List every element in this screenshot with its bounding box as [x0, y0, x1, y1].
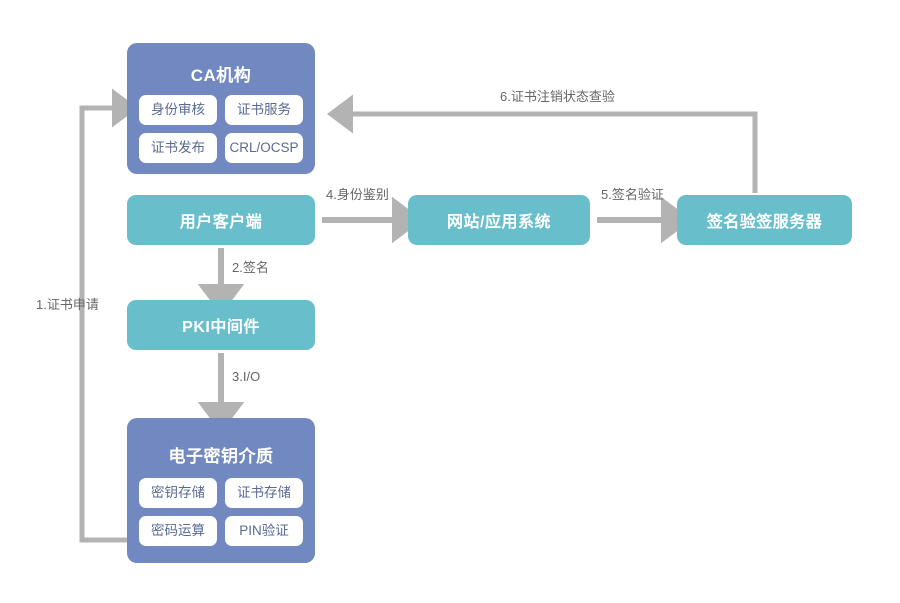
node-ca-authority-title: CA机构 [190, 66, 252, 85]
chip-ekey-crypto-operation[interactable]: 密码运算 [139, 516, 217, 546]
chip-ca-identity-review[interactable]: 身份审核 [139, 95, 217, 125]
node-user-client[interactable]: 用户客户端 [127, 195, 315, 245]
edge-label-2-signature: 2.签名 [232, 260, 269, 275]
chip-ca-certificate-publish[interactable]: 证书发布 [139, 133, 217, 163]
edge-label-6-revocation-status-check: 6.证书注销状态查验 [500, 89, 615, 104]
chip-ekey-key-storage[interactable]: 密钥存储 [139, 478, 217, 508]
node-ca-authority[interactable]: CA机构 身份审核 证书服务 证书发布 CRL/OCSP [127, 43, 315, 174]
edge-label-1-certificate-application: 1.证书申请 [36, 297, 99, 312]
edge-6-revocation-check-line [327, 94, 758, 193]
node-signature-verification-server[interactable]: 签名验签服务器 [677, 195, 852, 245]
node-pki-middleware[interactable]: PKI中间件 [127, 300, 315, 350]
node-ekey-media[interactable]: 电子密钥介质 密钥存储 证书存储 密码运算 PIN验证 [127, 418, 315, 563]
node-ekey-media-chips: 密钥存储 证书存储 密码运算 PIN验证 [139, 478, 303, 546]
edge-label-3-io: 3.I/O [232, 369, 261, 384]
chip-ca-certificate-service[interactable]: 证书服务 [225, 95, 303, 125]
node-ekey-media-title: 电子密钥介质 [168, 447, 274, 466]
chip-ekey-cert-storage[interactable]: 证书存储 [225, 478, 303, 508]
node-ca-authority-chips: 身份审核 证书服务 证书发布 CRL/OCSP [139, 95, 303, 163]
edge-label-5-signature-verification: 5.签名验证 [601, 187, 664, 202]
chip-ca-crl-ocsp[interactable]: CRL/OCSP [225, 133, 303, 163]
chip-ekey-pin-verify[interactable]: PIN验证 [225, 516, 303, 546]
edge-label-4-identity-authentication: 4.身份鉴别 [326, 187, 389, 202]
node-website-application-system[interactable]: 网站/应用系统 [408, 195, 590, 245]
edge-1-certificate-application-line [79, 88, 138, 543]
